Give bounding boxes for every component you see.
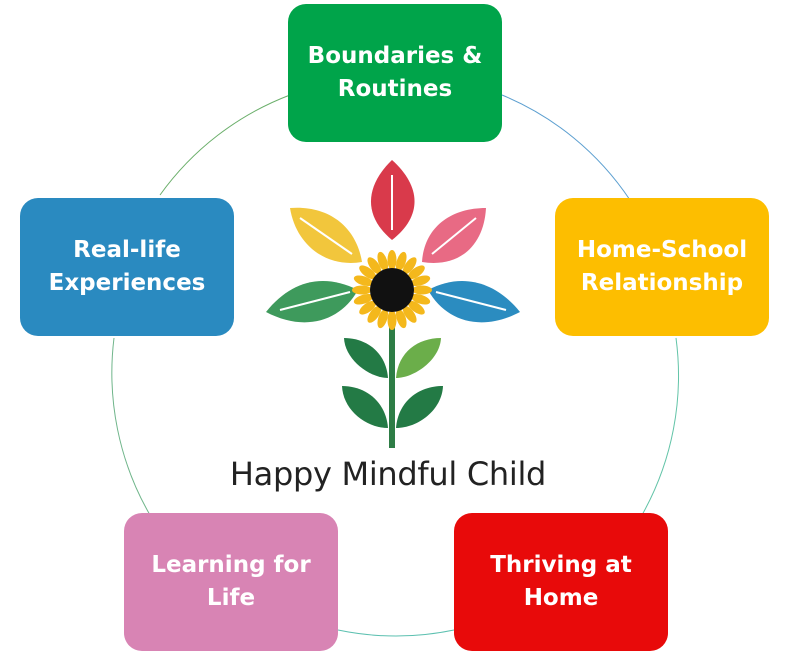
petal-vein-yellow <box>299 217 353 255</box>
sunflower-petal <box>367 257 382 275</box>
sunflower-center <box>370 268 414 312</box>
sunflower-petal <box>359 265 377 280</box>
node-home-school-relationship: Home-School Relationship <box>555 198 769 336</box>
petal-vein-blue <box>435 291 507 311</box>
sunflower-petal <box>407 300 425 315</box>
logo-title: Happy Mindful Child <box>229 455 547 493</box>
ring-arc-bottom-left <box>111 337 151 516</box>
sunflower-petals <box>352 250 432 330</box>
sunflower-petal <box>412 285 432 295</box>
sunflower-petal <box>410 293 431 305</box>
sunflower-petal <box>407 265 425 280</box>
leaf-right-lower <box>396 386 443 428</box>
node-thriving-at-home: Thriving at Home <box>454 513 668 651</box>
sunflower-petal <box>353 293 374 305</box>
sunflower-petal <box>402 305 417 323</box>
sunflower-petal <box>377 308 389 329</box>
leaf-right-upper <box>396 338 441 378</box>
sunflower-petal <box>352 285 372 295</box>
leaf-left-upper <box>344 338 388 378</box>
sunflower-petal <box>395 308 407 329</box>
ring-arc-top-right <box>501 94 631 201</box>
logo-flower <box>266 160 520 448</box>
sunflower-petal <box>353 275 374 287</box>
sunflower-petal <box>395 251 407 272</box>
leaf-left-lower <box>342 386 388 428</box>
sunflower-petal <box>402 257 417 275</box>
petal-vein-pink <box>431 217 477 255</box>
ring-arc-bottom <box>337 629 455 637</box>
sunflower-petal <box>367 305 382 323</box>
sunflower-petal <box>387 250 397 270</box>
ring-arc-right-bottom <box>641 337 680 516</box>
petal-vein-green <box>279 291 351 311</box>
ring-arc-left-top <box>159 94 291 196</box>
sunflower-petal <box>377 251 389 272</box>
sunflower-petal <box>387 310 397 330</box>
node-learning-for-life: Learning for Life <box>124 513 338 651</box>
node-boundaries-routines: Boundaries & Routines <box>288 4 502 142</box>
sunflower-petal <box>359 300 377 315</box>
sunflower-petal <box>410 275 431 287</box>
node-real-life-experiences: Real-life Experiences <box>20 198 234 336</box>
